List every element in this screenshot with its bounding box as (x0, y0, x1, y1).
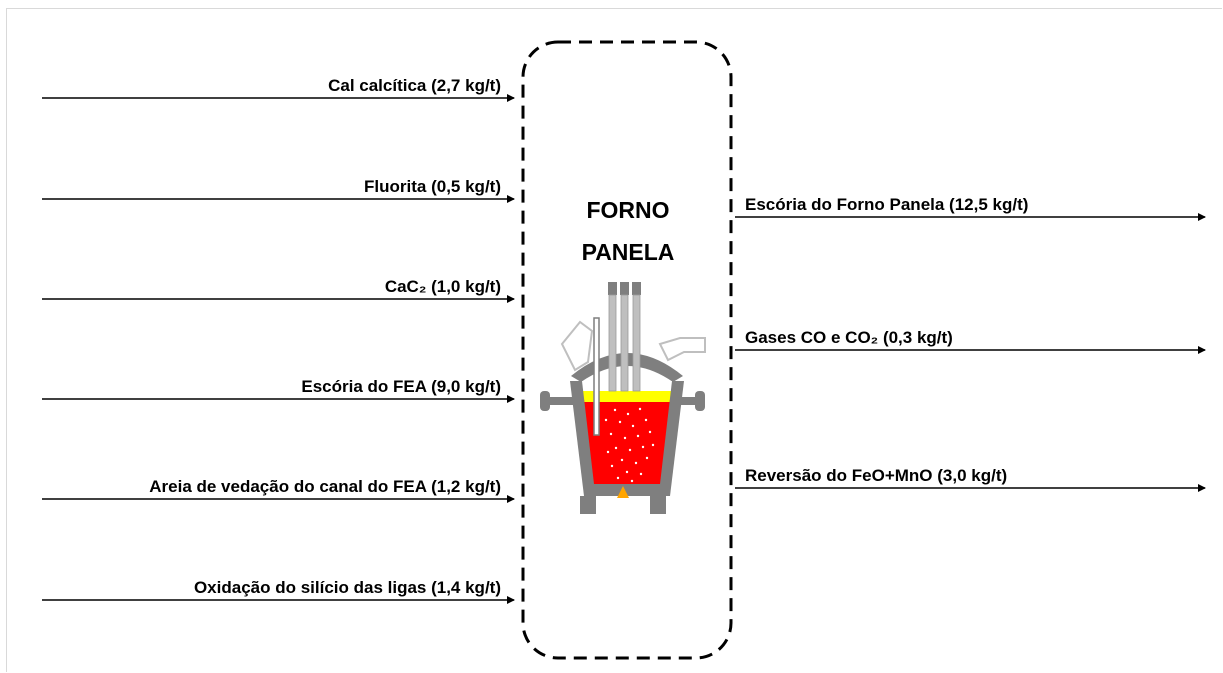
slag-layer (582, 391, 672, 402)
input-flow: Cal calcítica (2,7 kg/t) (42, 76, 515, 102)
electrode-clamp (632, 282, 641, 295)
right-trunnion (681, 397, 701, 405)
electrode (632, 294, 641, 392)
left-trunnion-cap (540, 391, 550, 411)
electrode-clamp (608, 282, 617, 295)
output-label: Escória do Forno Panela (12,5 kg/t) (745, 195, 1028, 214)
input-flow: Areia de vedação do canal do FEA (1,2 kg… (42, 477, 515, 503)
output-flow: Gases CO e CO₂ (0,3 kg/t) (735, 328, 1206, 354)
electrode (620, 294, 629, 392)
electrodes (608, 282, 641, 392)
process-boundary (521, 40, 733, 660)
electrode (608, 294, 617, 392)
output-flows: Escória do Forno Panela (12,5 kg/t) Gase… (735, 195, 1206, 492)
input-label: Cal calcítica (2,7 kg/t) (328, 76, 501, 95)
input-label: Fluorita (0,5 kg/t) (364, 177, 501, 196)
input-label: Oxidação do silício das ligas (1,4 kg/t) (194, 578, 501, 597)
figure-frame (6, 8, 1222, 672)
feed-chute (560, 320, 594, 372)
porous-plug-icon (617, 486, 629, 498)
input-flows: Cal calcítica (2,7 kg/t) Fluorita (0,5 k… (42, 76, 515, 604)
ladle-foot-right (650, 496, 666, 514)
output-flow: Reversão do FeO+MnO (3,0 kg/t) (735, 466, 1206, 492)
input-label: Areia de vedação do canal do FEA (1,2 kg… (149, 477, 501, 496)
electrode-clamp (620, 282, 629, 295)
process-title-line2: PANELA (582, 239, 675, 265)
ladle-foot-left (580, 496, 596, 514)
output-label: Reversão do FeO+MnO (3,0 kg/t) (745, 466, 1007, 485)
output-label: Gases CO e CO₂ (0,3 kg/t) (745, 328, 953, 347)
right-trunnion-cap (695, 391, 705, 411)
input-flow: Fluorita (0,5 kg/t) (42, 177, 515, 203)
gas-duct (658, 337, 706, 362)
left-trunnion (545, 397, 573, 405)
input-label: Escória do FEA (9,0 kg/t) (301, 377, 501, 396)
input-flow: Oxidação do silício das ligas (1,4 kg/t) (42, 578, 515, 604)
input-flow: CaC₂ (1,0 kg/t) (42, 277, 515, 303)
output-flow: Escória do Forno Panela (12,5 kg/t) (735, 195, 1206, 221)
argon-bubbles (604, 407, 655, 483)
ladle-furnace-icon (540, 282, 706, 514)
input-flow: Escória do FEA (9,0 kg/t) (42, 377, 515, 403)
input-label: CaC₂ (1,0 kg/t) (385, 277, 501, 296)
lance (593, 317, 600, 436)
process-title-line1: FORNO (586, 197, 669, 223)
